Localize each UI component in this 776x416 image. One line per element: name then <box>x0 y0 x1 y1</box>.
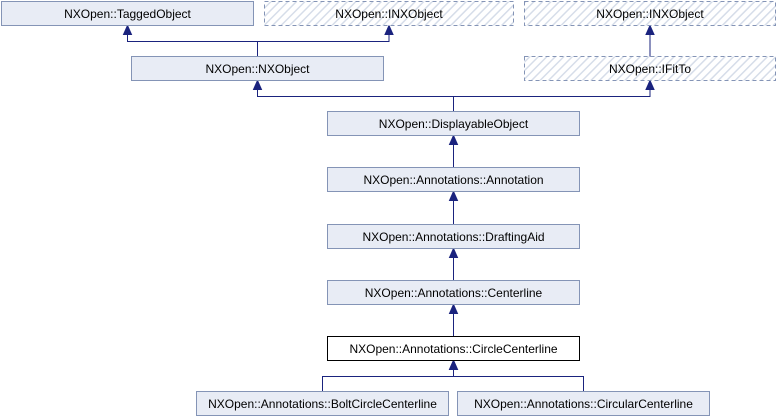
inheritance-arrowhead <box>448 134 459 145</box>
class-label-annotation: NXOpen::Annotations::Annotation <box>363 173 543 187</box>
class-label-centerline: NXOpen::Annotations::Centerline <box>365 286 543 300</box>
inheritance-edge <box>127 34 258 57</box>
class-label-draftingaid: NXOpen::Annotations::DraftingAid <box>362 230 544 244</box>
class-label-circlecenterline: NXOpen::Annotations::CircleCenterline <box>349 342 557 356</box>
class-label-boltcircle: NXOpen::Annotations::BoltCircleCenterlin… <box>208 397 437 411</box>
inheritance-arrowhead <box>448 190 459 201</box>
class-node-draftingaid[interactable]: NXOpen::Annotations::DraftingAid <box>327 224 580 249</box>
class-node-centerline[interactable]: NXOpen::Annotations::Centerline <box>327 280 580 305</box>
inheritance-arrowhead <box>384 24 394 35</box>
class-node-tagged[interactable]: NXOpen::TaggedObject <box>1 1 254 26</box>
inheritance-arrowhead <box>448 247 459 258</box>
class-label-inx1: NXOpen::INXObject <box>335 7 443 21</box>
inheritance-arrowhead <box>448 303 459 314</box>
class-node-boltcircle[interactable]: NXOpen::Annotations::BoltCircleCenterlin… <box>196 391 449 416</box>
class-node-circular[interactable]: NXOpen::Annotations::CircularCenterline <box>457 391 710 416</box>
edges-layer <box>122 24 655 392</box>
class-box-boltcircle[interactable] <box>196 391 449 416</box>
inheritance-edge <box>453 89 651 112</box>
class-box-inx1 <box>264 1 514 26</box>
inheritance-arrowhead <box>645 24 655 35</box>
class-node-circlecenterline[interactable]: NXOpen::Annotations::CircleCenterline <box>327 336 580 361</box>
inheritance-edge <box>453 369 584 392</box>
class-node-ifitto: NXOpen::IFitTo <box>524 56 776 81</box>
class-label-displayable: NXOpen::DisplayableObject <box>379 117 529 131</box>
class-node-inx1: NXOpen::INXObject <box>264 1 514 26</box>
class-label-ifitto: NXOpen::IFitTo <box>609 62 691 76</box>
class-node-displayable[interactable]: NXOpen::DisplayableObject <box>327 111 580 136</box>
inheritance-arrowhead <box>645 79 655 90</box>
class-box-circlecenterline[interactable] <box>327 336 580 361</box>
class-box-draftingaid[interactable] <box>327 224 580 249</box>
inheritance-edge <box>257 89 454 112</box>
class-node-annotation[interactable]: NXOpen::Annotations::Annotation <box>327 167 580 192</box>
inheritance-arrowhead <box>448 359 459 370</box>
class-node-inx2: NXOpen::INXObject <box>524 1 776 26</box>
class-box-annotation[interactable] <box>327 167 580 192</box>
class-label-tagged: NXOpen::TaggedObject <box>64 7 191 21</box>
class-box-inx2 <box>524 1 776 26</box>
class-label-nxobject: NXOpen::NXObject <box>205 62 310 76</box>
class-node-nxobject[interactable]: NXOpen::NXObject <box>131 56 384 81</box>
class-box-nxobject[interactable] <box>131 56 384 81</box>
inheritance-arrowhead <box>122 24 133 35</box>
class-box-displayable[interactable] <box>327 111 580 136</box>
inheritance-edge <box>257 34 390 57</box>
class-label-circular: NXOpen::Annotations::CircularCenterline <box>474 397 693 411</box>
class-box-circular[interactable] <box>457 391 710 416</box>
class-label-inx2: NXOpen::INXObject <box>596 7 704 21</box>
class-box-centerline[interactable] <box>327 280 580 305</box>
class-box-tagged[interactable] <box>1 1 254 26</box>
inheritance-edge <box>322 369 454 392</box>
inheritance-arrowhead <box>252 79 263 90</box>
